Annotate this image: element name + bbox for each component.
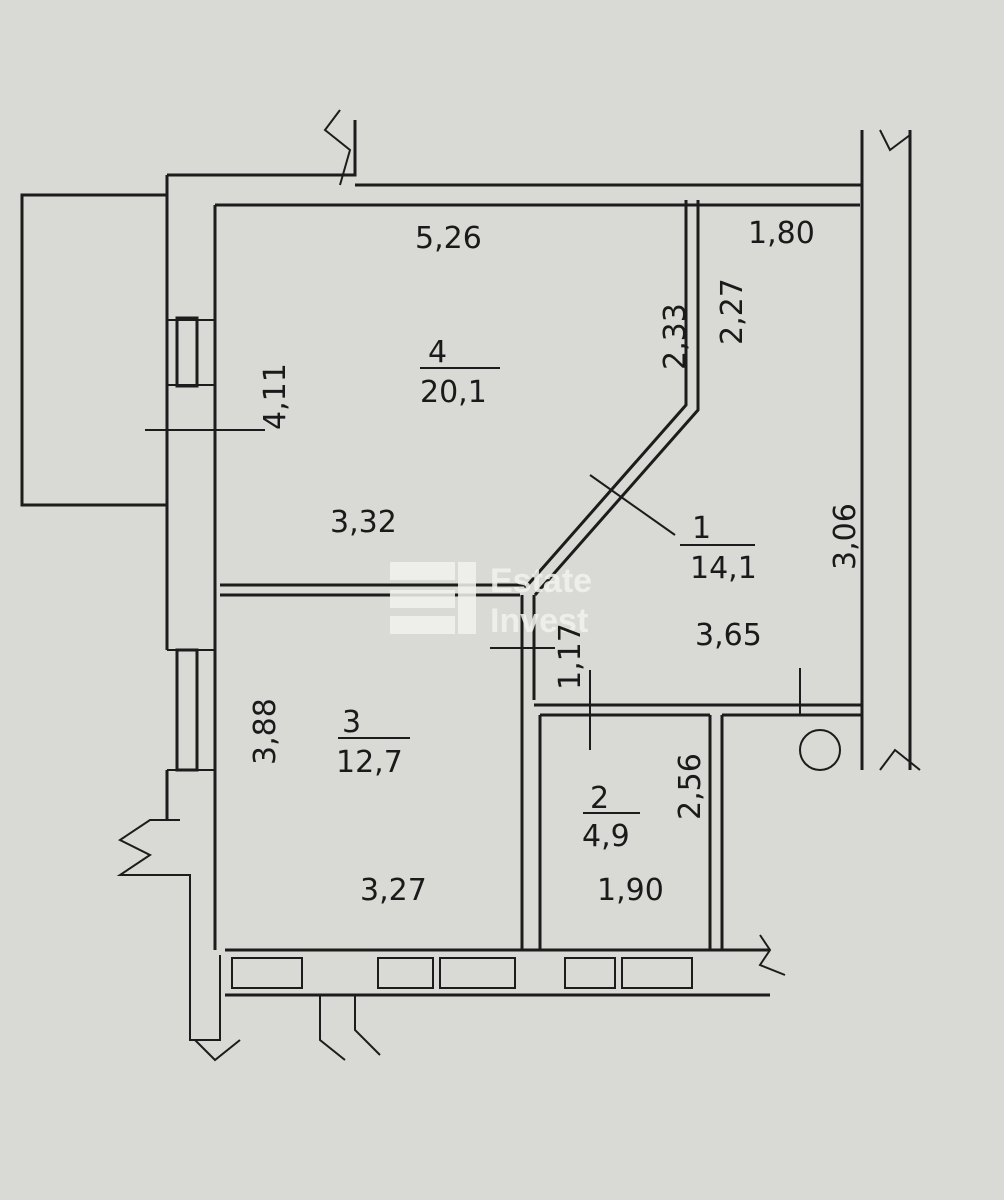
room-4-number: 4 bbox=[428, 335, 447, 370]
dim-r4-top: 5,26 bbox=[415, 221, 482, 256]
watermark-line2: Invest bbox=[490, 602, 588, 640]
bottom-windows bbox=[231, 957, 693, 989]
room-4-area: 20,1 bbox=[420, 375, 487, 410]
watermark: Estate Invest bbox=[390, 562, 592, 640]
dim-r4-bottom: 3,32 bbox=[330, 505, 397, 540]
window-left-top bbox=[175, 316, 199, 388]
dim-r1-bottom: 3,65 bbox=[695, 618, 762, 653]
room-labels: 4 20,1 1 14,1 3 12,7 2 4,9 bbox=[336, 335, 757, 854]
dim-r2-bottom: 1,90 bbox=[597, 873, 664, 908]
dim-r1-diag: 2,27 bbox=[715, 278, 750, 345]
room-1-number: 1 bbox=[692, 511, 711, 546]
window-left-bottom bbox=[175, 648, 199, 772]
dim-r3-bottom: 3,27 bbox=[360, 873, 427, 908]
stack-pipe bbox=[799, 729, 841, 771]
room-1-area: 14,1 bbox=[690, 551, 757, 586]
room-3-area: 12,7 bbox=[336, 745, 403, 780]
dim-r4-left: 4,11 bbox=[258, 363, 293, 430]
dim-r2-right: 2,56 bbox=[673, 753, 708, 820]
dim-r1-right: 3,06 bbox=[828, 503, 863, 570]
balcony bbox=[20, 193, 169, 507]
room-2-area: 4,9 bbox=[582, 819, 630, 854]
walls bbox=[20, 109, 921, 1062]
dim-r1-top: 1,80 bbox=[748, 216, 815, 251]
dim-r1-door: 1,17 bbox=[553, 623, 588, 690]
dim-r4-diag: 2,33 bbox=[658, 303, 693, 370]
room-3-number: 3 bbox=[342, 705, 361, 740]
room-2-number: 2 bbox=[590, 781, 609, 816]
watermark-line1: Estate bbox=[490, 562, 592, 600]
dim-r3-left: 3,88 bbox=[248, 698, 283, 765]
dimension-labels: 5,26 4,11 3,32 2,33 1,80 2,27 3,06 3,65 … bbox=[248, 216, 863, 908]
